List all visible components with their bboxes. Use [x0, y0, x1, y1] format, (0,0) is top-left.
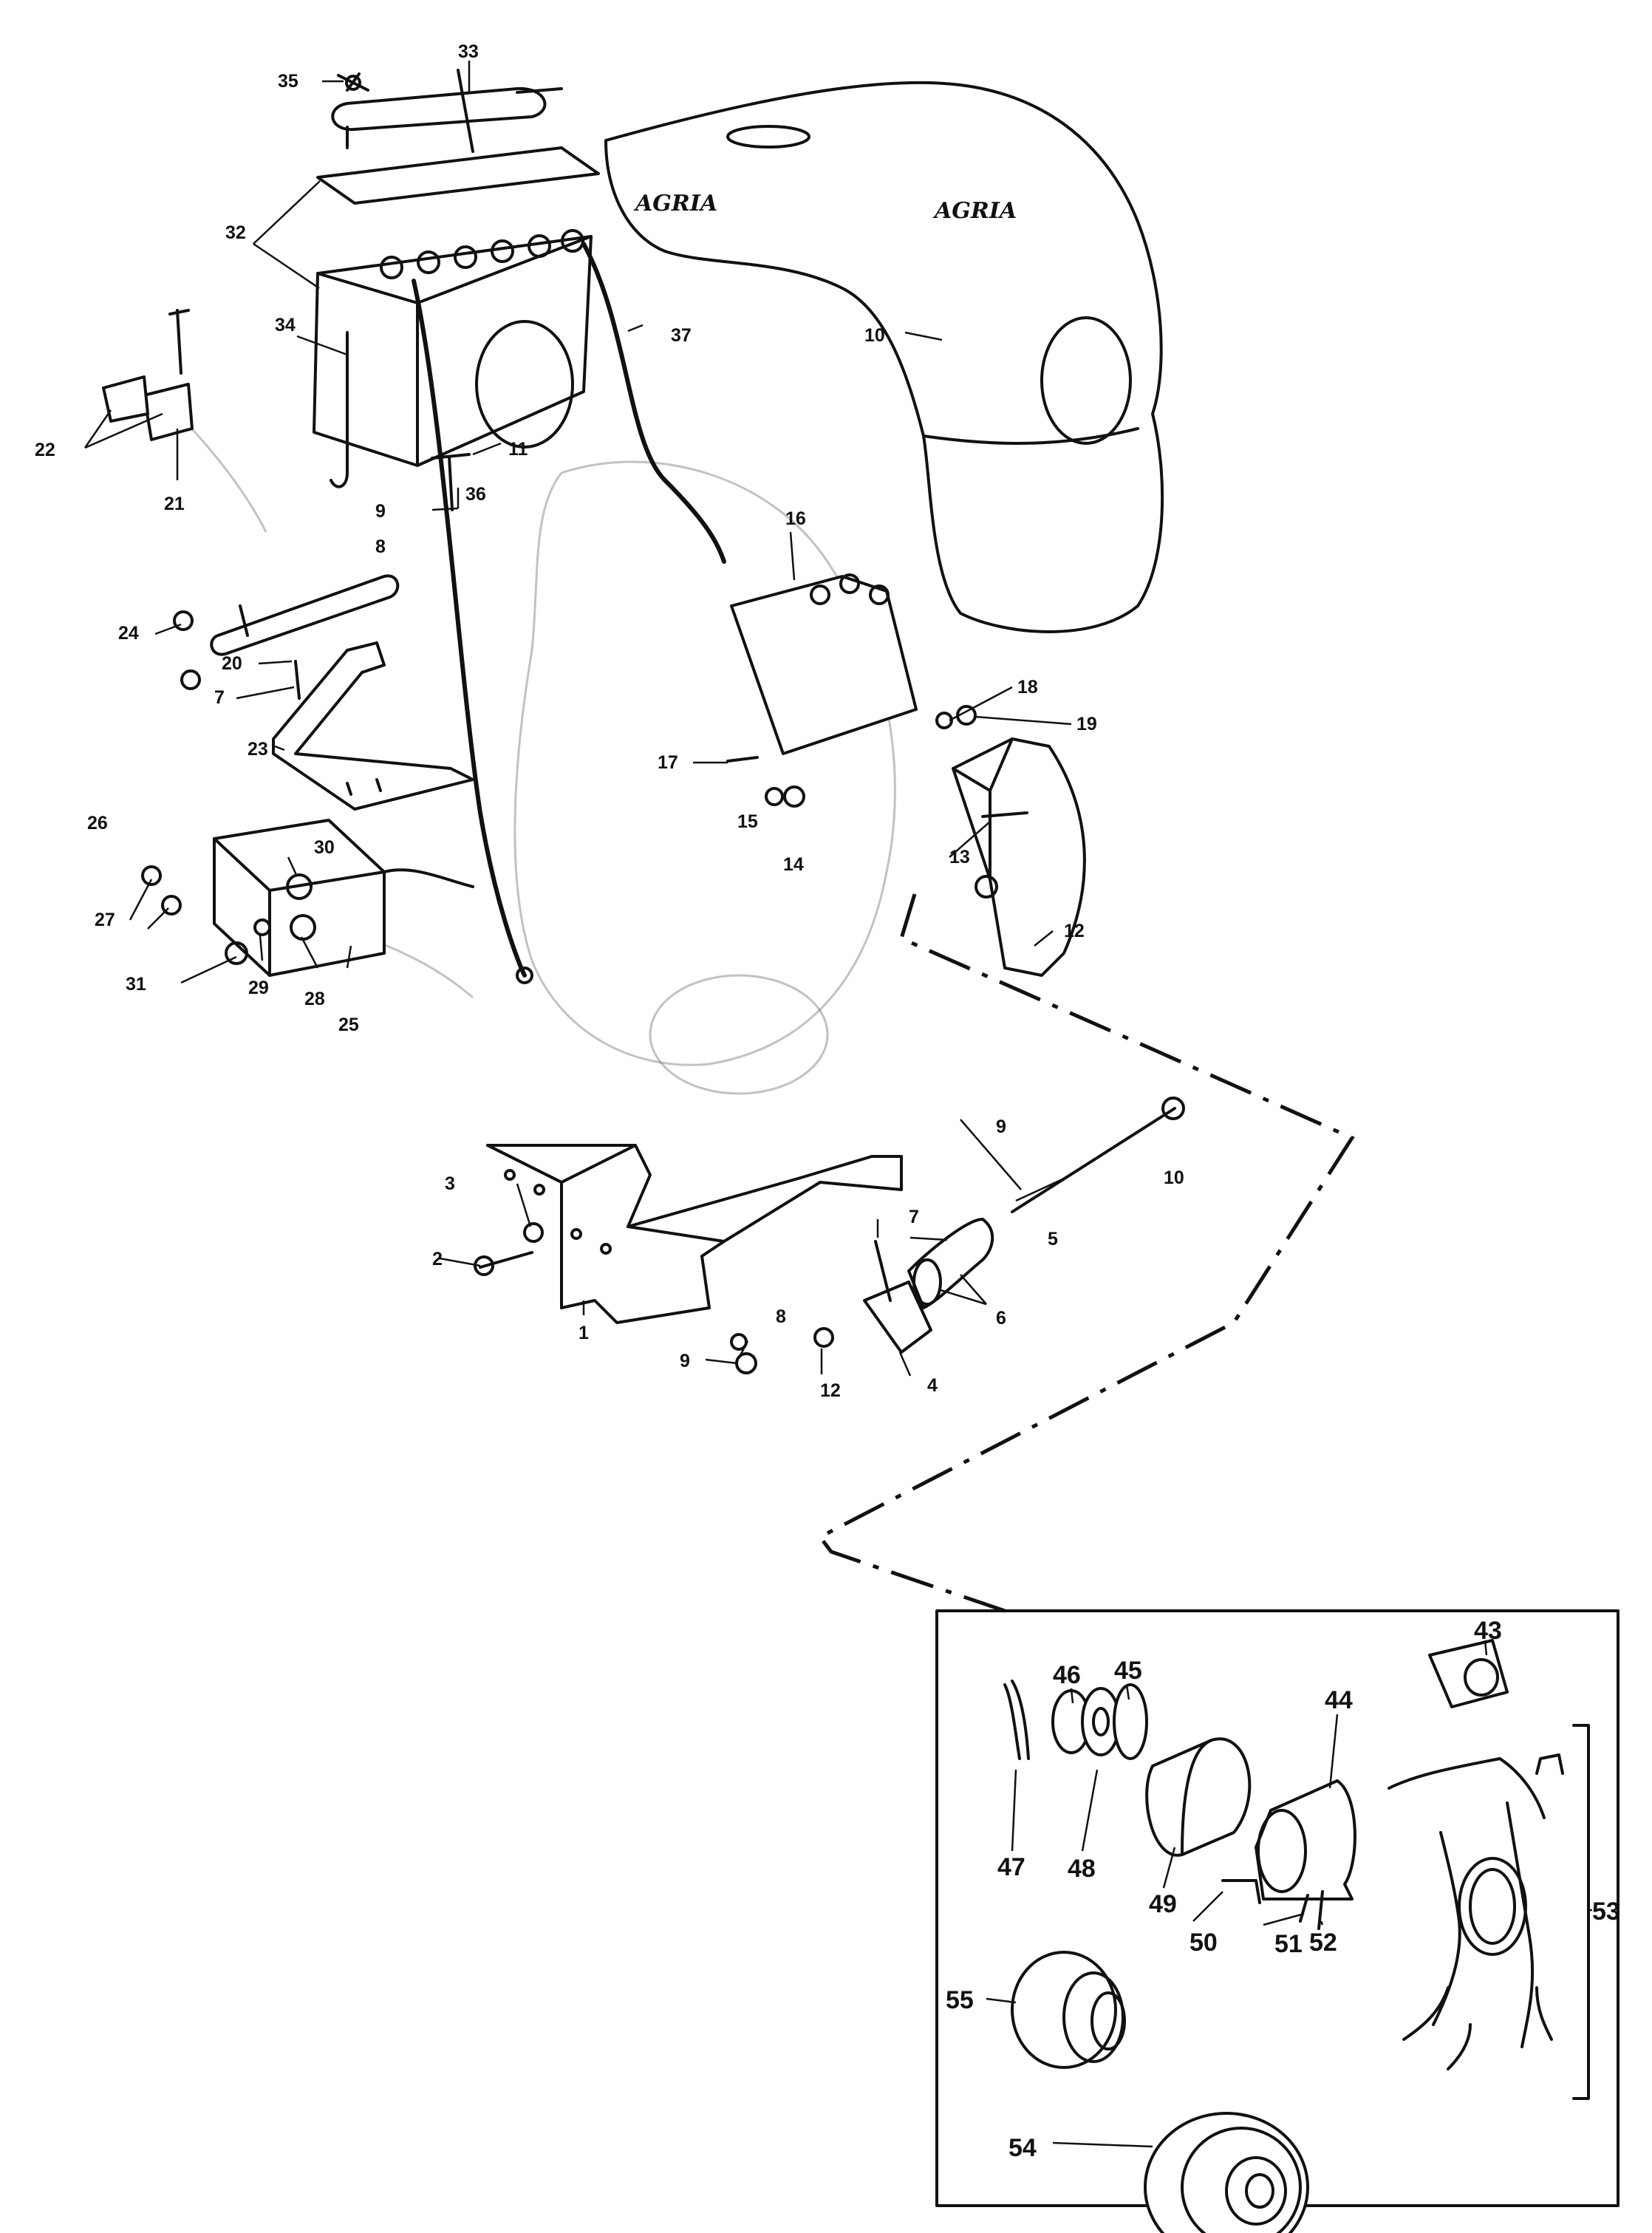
battery-cable-positive: [581, 242, 726, 564]
nut-12: [813, 1327, 834, 1348]
callout-8a: 8: [375, 536, 386, 557]
nut-11: [1161, 1097, 1185, 1120]
callout-23: 20: [222, 653, 242, 674]
callout-24: 21: [164, 494, 185, 514]
callout-33: 30: [314, 837, 335, 858]
callout-49: 49: [1149, 1890, 1177, 1918]
callout-4: 4: [927, 1375, 938, 1396]
callout-54: 54: [1008, 2134, 1037, 2162]
key-switch: [102, 309, 194, 441]
shroud-logo-left: AGRIA: [633, 191, 717, 217]
callout-44: 44: [1325, 1686, 1353, 1714]
callout-12: 12: [820, 1380, 841, 1401]
battery: [313, 146, 600, 467]
fasteners-29-34: [141, 865, 271, 965]
bolt-14: [431, 453, 471, 511]
callout-47: 47: [997, 1853, 1025, 1881]
tension-arm: [863, 1218, 994, 1354]
washer-18: [765, 787, 784, 806]
callout-40: 37: [671, 325, 692, 346]
callout-10: 9: [996, 1116, 1006, 1137]
callout-29: 26: [87, 813, 108, 833]
callout-9b: 9: [680, 1351, 690, 1371]
callout-35: 32: [225, 222, 246, 243]
battery-cable-negative: [412, 279, 527, 978]
inset-callout-labels: 43 44 45 46 47 48 49 50 51 52 53 54 55: [946, 1617, 1620, 2162]
shroud-logo-right: AGRIA: [932, 198, 1017, 224]
callout-9a: 9: [375, 501, 386, 522]
callout-16: 13: [949, 847, 970, 867]
callout-27: 24: [118, 623, 139, 644]
nut-17: [783, 785, 805, 808]
bolt-16: [981, 811, 1028, 818]
leader-lines: [83, 61, 1072, 1377]
callout-15: 12: [1064, 921, 1085, 941]
terminal-plate: [730, 573, 918, 755]
callout-17: 14: [783, 854, 804, 875]
callout-39: 36: [465, 484, 486, 505]
inset-parts: [1003, 1639, 1590, 2233]
callout-2: 2: [432, 1249, 443, 1269]
callout-28: 25: [338, 1015, 359, 1035]
callout-18: 15: [737, 811, 758, 832]
callout-13: 10: [864, 325, 885, 346]
throttle-linkage: [173, 574, 400, 690]
engine-base-bracket: [486, 1144, 903, 1324]
rectifier-box: [213, 819, 474, 977]
screw-23: [294, 660, 301, 700]
rod-10: [1011, 1107, 1176, 1213]
callout-30: 27: [95, 910, 115, 930]
belt-route: [817, 893, 1355, 1613]
callout-14: 11: [508, 439, 528, 460]
bolt-2: [474, 1251, 533, 1276]
callout-7b: 7: [909, 1207, 919, 1227]
wing-nut: [337, 72, 369, 92]
callout-11: 10: [1164, 1167, 1184, 1188]
inset-leader-lines: [986, 1640, 1592, 2148]
callout-6: 6: [996, 1308, 1006, 1329]
callout-26: 23: [248, 739, 268, 760]
callout-36: 33: [458, 41, 479, 62]
callout-45: 45: [1114, 1657, 1142, 1685]
callout-31: 28: [304, 989, 325, 1009]
callout-34: 31: [126, 974, 146, 995]
nut-3: [523, 1222, 544, 1243]
callout-53: 53: [1592, 1898, 1620, 1926]
callout-3: 3: [445, 1173, 455, 1194]
callout-37: 34: [275, 315, 296, 335]
callout-25: 22: [35, 440, 55, 460]
mounting-bracket-26: [272, 641, 474, 811]
washer-21: [935, 712, 953, 729]
callout-38: 35: [278, 71, 298, 92]
callout-8b: 8: [776, 1306, 786, 1327]
callout-51: 51: [1274, 1930, 1303, 1958]
callout-48: 48: [1068, 1855, 1096, 1883]
callout-50: 50: [1189, 1929, 1218, 1957]
battery-strap: [331, 69, 563, 153]
belt-guard: [952, 737, 1086, 977]
washer-8b: [730, 1333, 748, 1351]
callout-7a: 7: [214, 687, 225, 708]
callout-22: 19: [1076, 714, 1097, 734]
callout-46: 46: [1053, 1661, 1081, 1689]
battery-hold-rod: [330, 331, 349, 488]
callout-21: 18: [1017, 677, 1038, 698]
callout-1: 1: [578, 1323, 589, 1343]
callout-5: 5: [1048, 1229, 1058, 1250]
callout-52: 52: [1309, 1929, 1337, 1957]
callout-19: 16: [785, 508, 806, 529]
callout-20: 17: [658, 752, 678, 773]
callout-43: 43: [1474, 1617, 1502, 1645]
screw-20: [726, 756, 759, 763]
fan-shroud: AGRIA AGRIA: [604, 81, 1164, 633]
callout-32: 29: [248, 978, 269, 998]
callout-labels: 35 33 32 34 22 21 11 36 37 10 9 8 24 20 …: [35, 41, 1184, 1401]
callout-55: 55: [946, 1986, 974, 2014]
